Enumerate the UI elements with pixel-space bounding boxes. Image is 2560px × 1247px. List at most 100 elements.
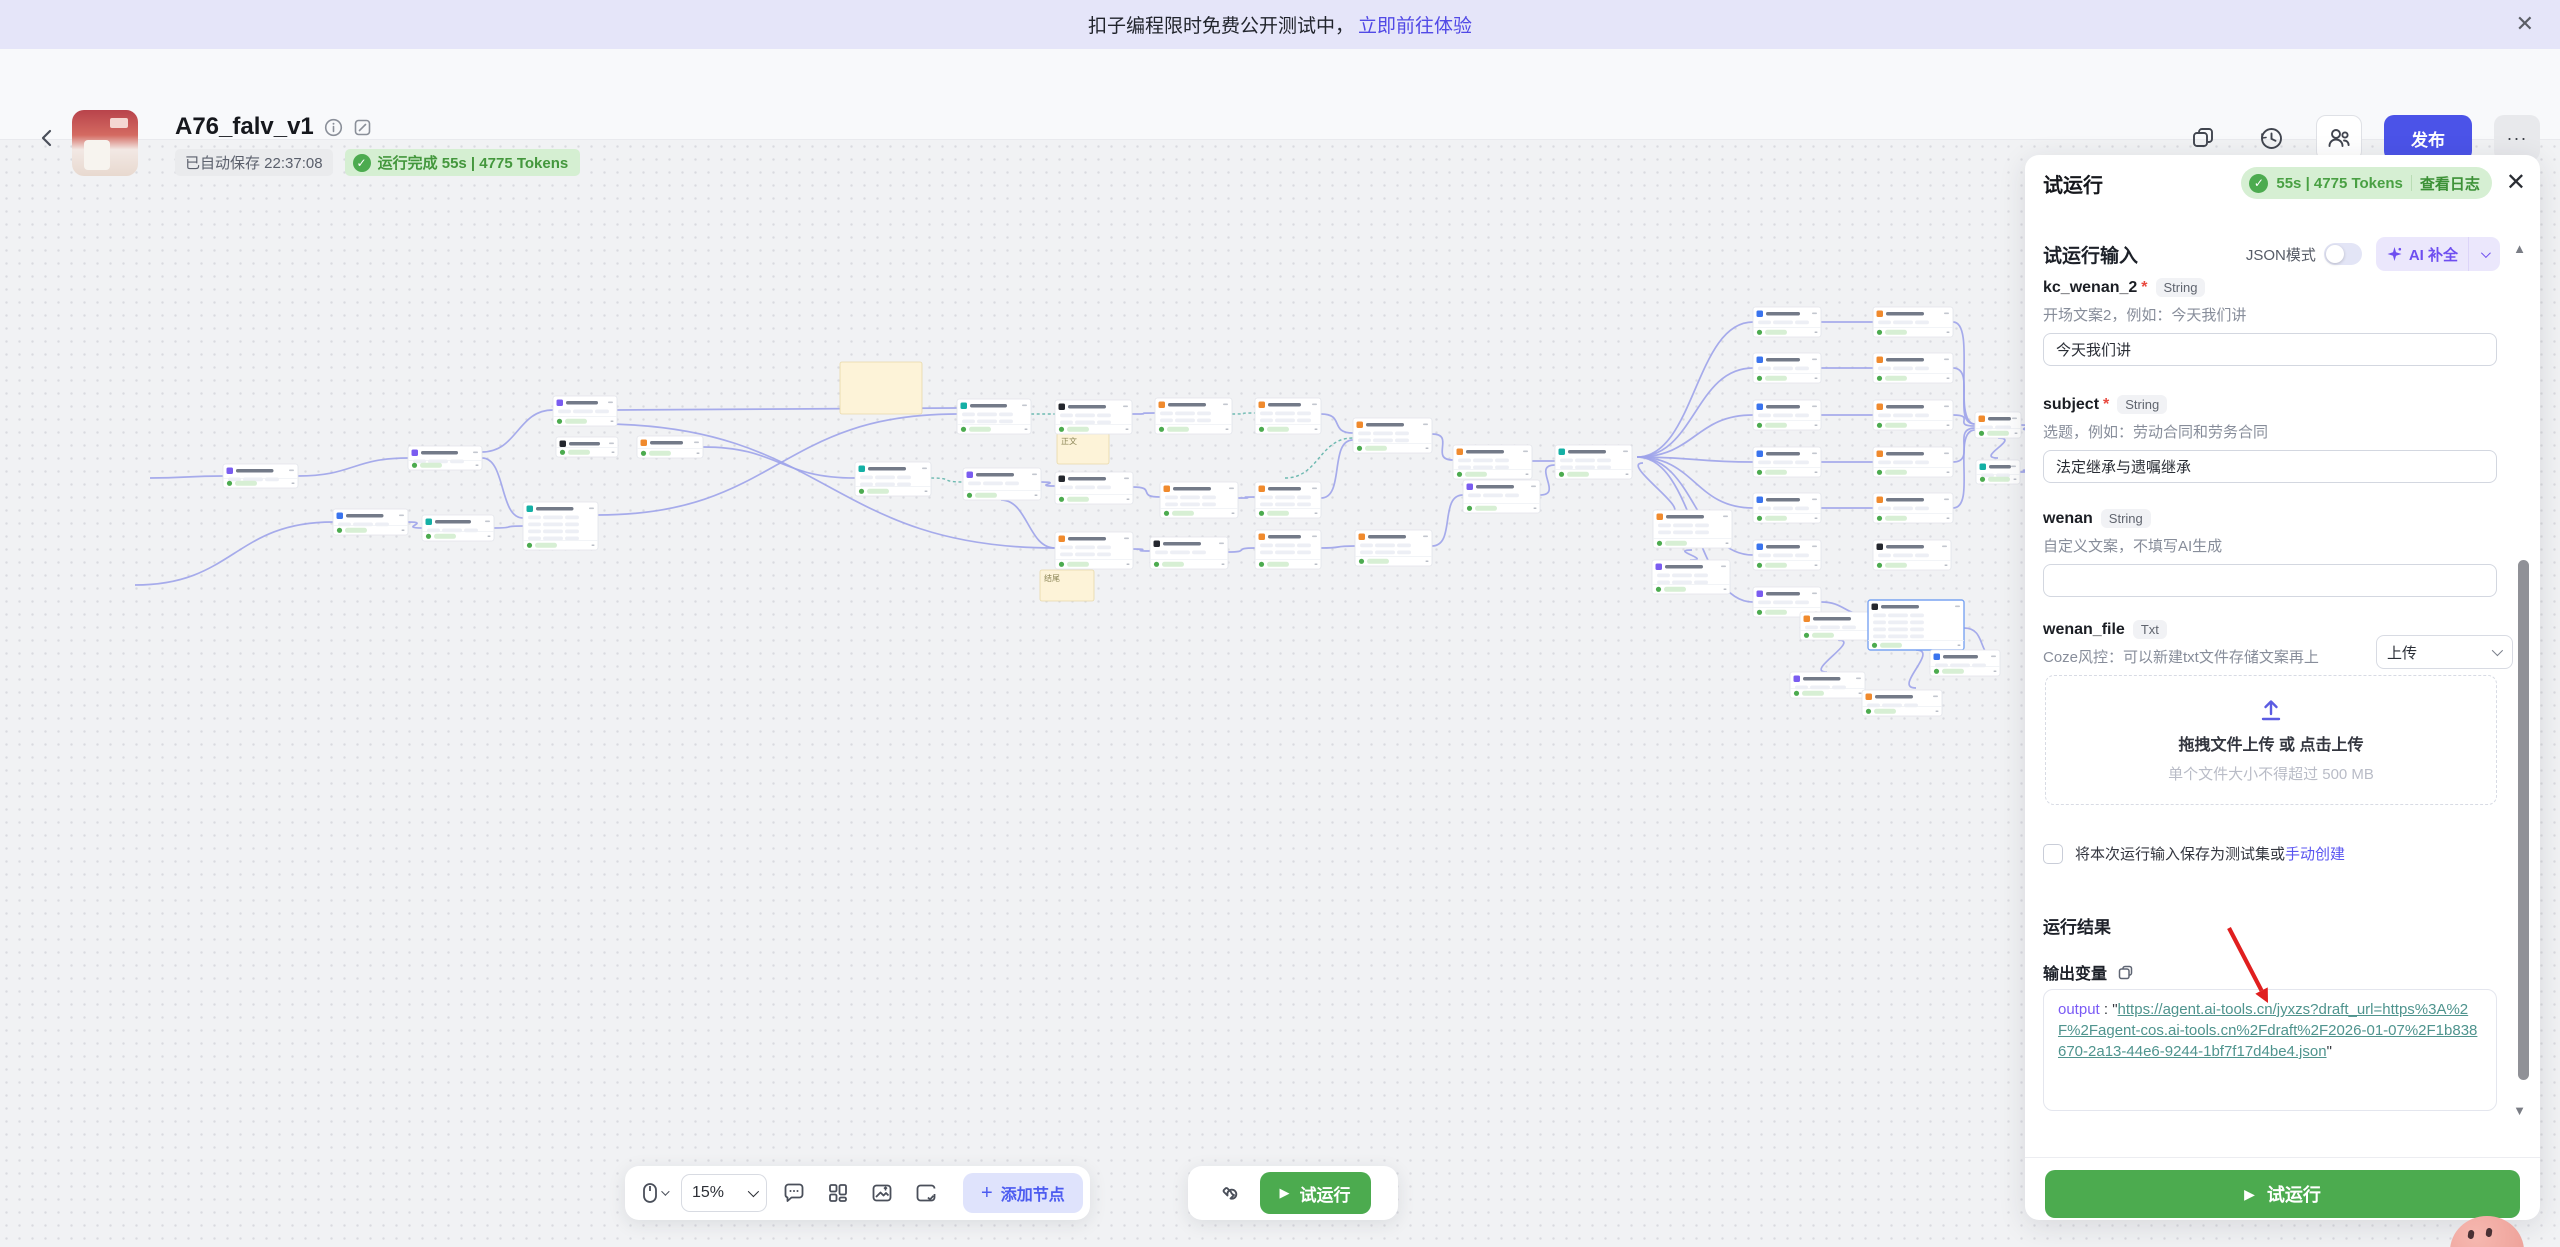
workflow-node[interactable] (1254, 529, 1322, 570)
kc-wenan-2-input[interactable] (2043, 333, 2497, 366)
workflow-node[interactable] (1254, 481, 1322, 519)
workflow-node[interactable] (555, 436, 619, 458)
scroll-down-icon[interactable]: ▼ (2513, 1103, 2526, 1118)
wrench-icon[interactable] (1216, 1176, 1250, 1210)
workflow-node[interactable] (1752, 446, 1822, 478)
workflow-node[interactable] (854, 461, 932, 497)
workflow-node[interactable] (552, 395, 618, 427)
more-actions-button[interactable]: ··· (2494, 115, 2540, 161)
sticky-note[interactable] (839, 361, 923, 415)
upload-method-select[interactable]: 上传 (2376, 635, 2513, 669)
workflow-edge (1990, 437, 2006, 459)
workflow-node[interactable] (1462, 479, 1541, 514)
run-result-badge[interactable]: ✓ 55s | 4775 Tokens 查看日志 (2241, 167, 2492, 199)
workflow-node[interactable] (1554, 444, 1633, 480)
workflow-node[interactable] (1867, 599, 1965, 651)
zoom-value: 15% (692, 1184, 725, 1201)
workflow-node[interactable] (1752, 492, 1822, 524)
workflow-node[interactable] (222, 463, 299, 489)
publish-button[interactable]: 发布 (2384, 115, 2472, 161)
workflow-node[interactable] (1352, 417, 1433, 454)
workflow-node[interactable] (1861, 689, 1943, 717)
workflow-node[interactable] (1652, 509, 1733, 549)
workflow-node[interactable] (1872, 399, 1954, 431)
workflow-node[interactable] (421, 514, 495, 542)
workflow-node[interactable] (1752, 306, 1822, 338)
manual-create-link[interactable]: 手动创建 (2285, 846, 2346, 863)
workflow-node[interactable] (1872, 539, 1952, 571)
workflow-edge (493, 525, 524, 529)
subject-input[interactable] (2043, 450, 2497, 483)
frame-tool-icon[interactable] (909, 1176, 943, 1210)
wenan-input[interactable] (2043, 564, 2497, 597)
run-status-badge: ✓ 运行完成 55s | 4775 Tokens (344, 149, 581, 176)
panel-close-icon[interactable]: ✕ (2505, 169, 2526, 196)
workflow-node[interactable] (1054, 399, 1133, 435)
duplicate-icon[interactable] (2180, 115, 2226, 161)
workflow-node[interactable] (956, 398, 1032, 435)
workflow-node[interactable] (407, 445, 483, 471)
image-tool-icon[interactable] (865, 1176, 899, 1210)
workflow-node[interactable] (962, 467, 1042, 501)
workflow-node[interactable] (1452, 444, 1533, 480)
sticky-note[interactable]: 正文 (1056, 432, 1110, 465)
field-wenan: wenan String 自定义文案，不填写AI生成 (2043, 509, 2501, 597)
workflow-node[interactable] (1154, 397, 1233, 435)
zoom-select[interactable]: 15% (681, 1174, 767, 1212)
workflow-node[interactable] (1975, 459, 2021, 485)
banner-close-icon[interactable]: ✕ (2515, 11, 2534, 36)
workflow-node[interactable] (1872, 306, 1954, 338)
play-icon: ▶ (1279, 1185, 1290, 1200)
workflow-node[interactable] (1651, 559, 1731, 595)
workflow-node[interactable] (1789, 671, 1866, 699)
ai-complete-button[interactable]: AI 补全 (2375, 237, 2500, 271)
workflow-node[interactable] (1799, 611, 1879, 641)
workflow-node[interactable] (1929, 649, 2001, 677)
workflow-node[interactable] (1149, 536, 1229, 570)
view-logs-link[interactable]: 查看日志 (2419, 175, 2480, 193)
workflow-node[interactable] (1872, 352, 1954, 384)
workflow-node[interactable] (1872, 446, 1954, 478)
info-icon[interactable] (324, 118, 343, 137)
panel-test-run-button[interactable]: ▶ 试运行 (2045, 1170, 2520, 1218)
field-name: subject (2043, 395, 2100, 413)
workflow-node[interactable] (1752, 539, 1822, 571)
workflow-node[interactable] (1974, 411, 2022, 439)
workflow-node[interactable] (1254, 397, 1322, 435)
panel-scrollbar-thumb[interactable] (2518, 560, 2529, 1080)
output-url-link[interactable]: https://agent.ai-tools.cn/jyxzs?draft_ur… (2058, 1001, 2478, 1060)
mouse-mode-button[interactable] (637, 1176, 671, 1210)
copy-icon[interactable] (2117, 964, 2134, 981)
add-node-button[interactable]: + 添加节点 (963, 1173, 1083, 1213)
ai-complete-dropdown[interactable] (2468, 237, 2500, 271)
workflow-node[interactable] (1159, 481, 1239, 519)
workflow-node[interactable] (636, 435, 704, 459)
back-button[interactable] (36, 127, 58, 149)
run-toolbar: ▶ 试运行 (1188, 1166, 1398, 1220)
test-run-button[interactable]: ▶ 试运行 (1259, 1172, 1371, 1214)
output-key: output (2058, 1001, 2100, 1018)
workflow-node[interactable] (522, 501, 599, 551)
promo-banner-link[interactable]: 立即前往体验 (1358, 16, 1473, 37)
history-icon[interactable] (2248, 115, 2294, 161)
workflow-node[interactable] (1354, 529, 1433, 567)
workflow-node[interactable] (1752, 586, 1822, 618)
workflow-edge (1952, 414, 1976, 427)
workflow-node[interactable] (1054, 531, 1134, 570)
comment-tool-icon[interactable] (777, 1176, 811, 1210)
edit-title-icon[interactable] (353, 118, 372, 137)
file-dropzone[interactable]: 拖拽文件上传 或 点击上传 单个文件大小不得超过 500 MB (2045, 675, 2497, 805)
workflow-node[interactable] (1752, 399, 1822, 431)
layout-tool-icon[interactable] (821, 1176, 855, 1210)
scroll-up-icon[interactable]: ▲ (2513, 241, 2526, 256)
save-testset-checkbox[interactable] (2043, 843, 2063, 864)
workflow-node[interactable] (332, 508, 409, 536)
sticky-note[interactable]: 结尾 (1039, 569, 1095, 602)
collaborators-button[interactable] (2316, 115, 2362, 161)
workflow-node[interactable] (1752, 352, 1822, 384)
workflow-node[interactable] (1872, 492, 1954, 524)
workflow-node[interactable] (1054, 471, 1134, 505)
json-mode-toggle[interactable] (2323, 243, 2362, 265)
assistant-mascot[interactable] (2448, 1216, 2526, 1247)
